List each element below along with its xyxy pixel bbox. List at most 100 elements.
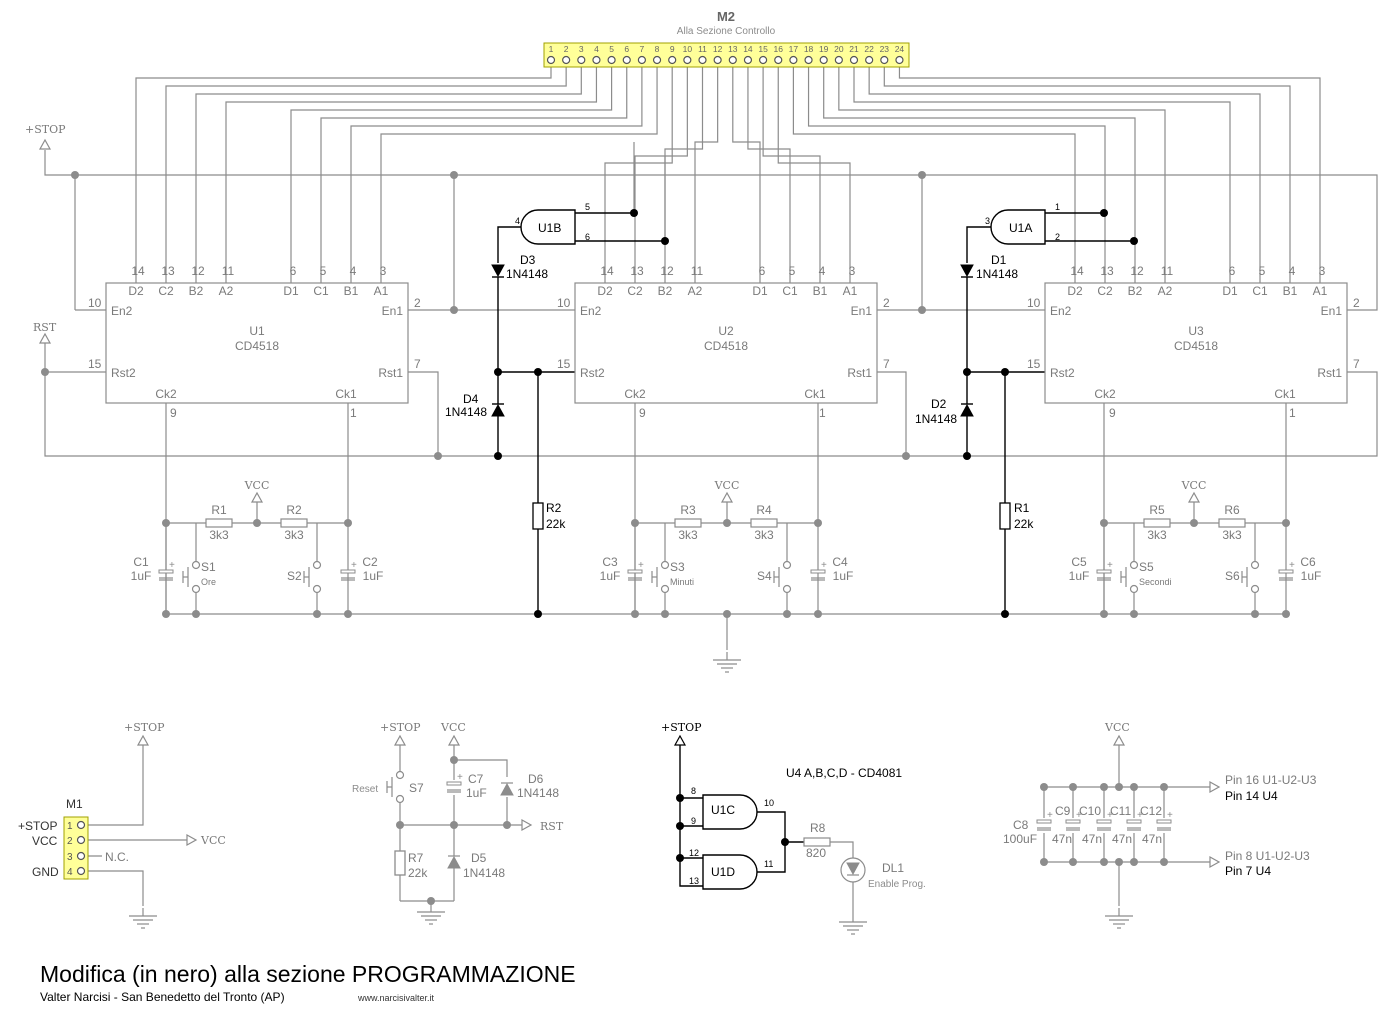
m1-vcc-rail: VCC [200,834,226,847]
pin-number: 3 [380,264,387,278]
d6-part: 1N4148 [517,786,559,800]
junction-dot [1190,519,1198,527]
reset-stop-rail: +STOP [380,721,421,734]
modified-wiring [497,212,1134,887]
pin-number: 5 [1259,264,1266,278]
capacitor-name: C3 [602,555,618,569]
u1d-pin13: 13 [689,876,699,886]
pin-name: En2 [111,304,133,318]
pin-number: 13 [630,264,644,278]
capacitor: + [1096,560,1113,581]
terminal [698,55,707,65]
rail-arrow [1112,734,1126,746]
junction-dot [71,171,79,179]
enable-circuit [673,734,867,935]
wire [604,63,673,283]
switch-name: S1 [201,560,216,574]
terminal [546,55,556,65]
rail-arrow [1209,855,1221,869]
wire [320,63,628,283]
junction-dot [1160,783,1168,791]
m2-pin-number: 1 [549,44,554,54]
m2-pin-number: 15 [758,44,768,54]
terminal [789,55,798,65]
c11-value: 47n [1112,832,1132,846]
terminal [819,55,828,65]
m2-pin-number: 20 [834,44,844,54]
wire [350,63,643,283]
pin-name: Rst1 [847,366,872,380]
terminal [76,866,86,876]
plus-sign: + [169,560,175,571]
terminal [849,55,859,65]
m2-pin-number: 12 [713,44,723,54]
vcc-label: VCC [714,479,740,492]
m1-connector [63,734,198,929]
wire [225,63,598,283]
capacitor-value: 1uF [1301,569,1322,583]
pin-number: 2 [883,296,890,310]
pin-number: 6 [1229,264,1236,278]
terminal [880,55,889,65]
pin-name: C1 [782,284,798,298]
r2-top-value: 22k [546,517,566,531]
resistor [1143,518,1171,528]
wire [732,63,761,283]
terminal [1129,584,1139,594]
wire [807,63,1106,283]
capacitor-name: C1 [133,555,149,569]
wire [195,63,582,283]
pin-name: B2 [189,284,204,298]
m1-stop-rail: +STOP [124,721,165,734]
enable-stop-rail: +STOP [661,721,702,734]
m2-pin-number: 13 [728,44,738,54]
pin-number: 14 [131,264,145,278]
pin-name: B1 [1283,284,1298,298]
d5-part: 1N4148 [463,866,505,880]
junction-dot [676,822,684,830]
pin-number: 7 [883,357,890,371]
pin-name: Rst2 [580,366,605,380]
u1a-pin2: 2 [1055,232,1060,242]
pin-number: 5 [320,264,327,278]
and-gate-u1b [520,209,576,245]
d6-name: D6 [528,772,544,786]
pin-name: D1 [752,284,768,298]
push-button-icon [303,560,322,594]
pin-number: 1 [819,406,826,420]
u1a-label: U1A [1009,221,1032,235]
pin-name: Rst1 [1317,366,1342,380]
d1-part: 1N4148 [976,267,1018,281]
pin-number: 2 [1353,296,1360,310]
junction-dot [723,519,731,527]
m1-p3: 3 [67,852,73,863]
capacitor-value: 1uF [600,569,621,583]
m1-p1: 1 [67,821,73,832]
pin-number: 2 [414,296,421,310]
pin-name: B1 [344,284,359,298]
pin-name: En1 [1321,304,1343,318]
capacitor: + [1278,560,1295,581]
diode [846,862,860,876]
terminal [76,835,86,845]
pin-name: En2 [1050,304,1072,318]
junction-dot [450,821,458,829]
rail-arrow [447,734,461,746]
c11-name: C11 [1110,804,1131,818]
terminal [395,770,405,780]
plus-sign: + [1167,810,1173,821]
r8-value: 820 [806,846,826,860]
pin-name: C1 [1252,284,1268,298]
footer-website: www.narcisivalter.it [357,993,435,1003]
wire [85,870,144,906]
terminal [865,55,874,65]
junction-dot [1100,519,1108,527]
wire [44,150,1378,311]
pin-name: Ck2 [155,387,177,401]
pin-name: Rst1 [378,366,403,380]
junction-dot [1130,783,1138,791]
c9-value: 47n [1052,832,1072,846]
pin-name: En1 [382,304,404,318]
m2-pin-number: 17 [789,44,799,54]
